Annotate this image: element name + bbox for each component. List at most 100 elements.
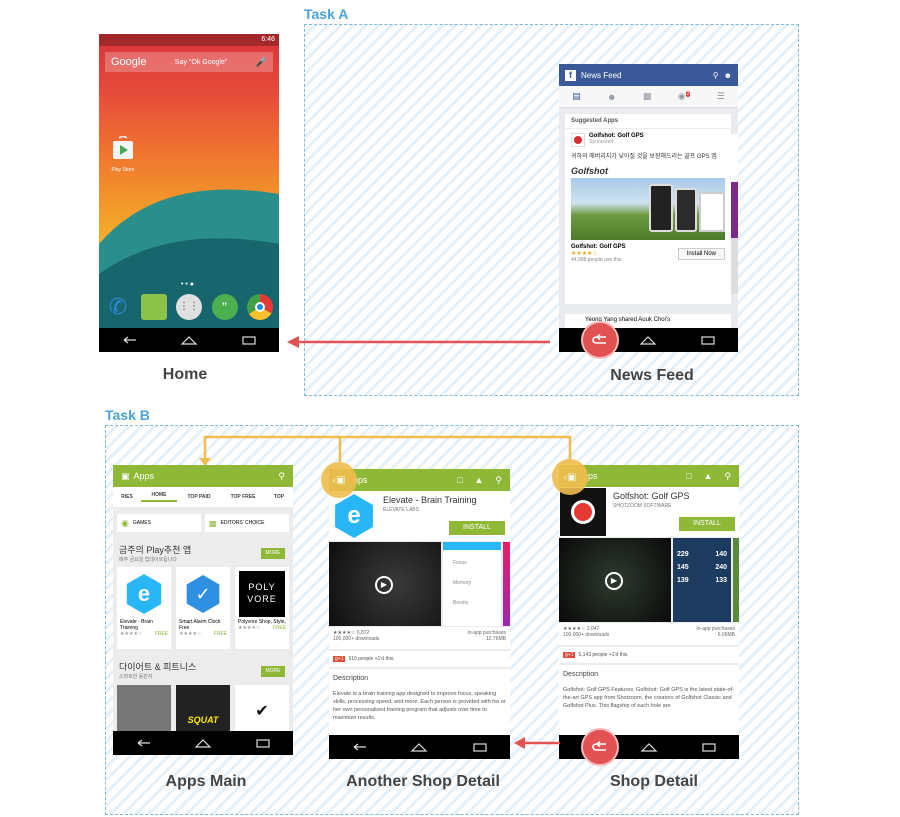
search-icon[interactable]: ⚲ [724, 470, 731, 481]
search-icon[interactable]: ⚲ [495, 474, 502, 485]
share-icon[interactable]: ▲ [474, 475, 484, 485]
squat-label: SQUAT [187, 715, 219, 725]
back-icon[interactable] [134, 738, 152, 748]
recents-icon[interactable] [254, 738, 272, 748]
detail-developer: ELEVATE LABS [383, 507, 419, 513]
recents-icon[interactable] [471, 742, 489, 752]
apps-tabs: RIES HOME TOP PAID TOP FREE TOP [113, 487, 293, 507]
play-store-shortcut[interactable]: Play Store [109, 135, 137, 173]
app-price: FREE [213, 631, 227, 637]
play-bag-icon: ▣ [121, 470, 130, 481]
notifications-tab-icon[interactable]: ◉2 [677, 91, 691, 101]
apps-title: pps [583, 471, 598, 481]
back-icon[interactable] [120, 335, 138, 345]
home-icon[interactable] [180, 335, 198, 345]
next-post-text: Yeong Yang shared Auuk Choi's [585, 317, 671, 323]
description-text: Elevate is a brain training app designed… [333, 691, 506, 721]
recents-icon[interactable] [700, 742, 718, 752]
facebook-logo: f [565, 69, 576, 81]
tab-top-free[interactable]: TOP FREE [230, 494, 256, 500]
news-feed-tab-icon[interactable]: ▤ [572, 91, 581, 101]
app-card-polyvore[interactable]: POLY VORE Polyvore Shop, Style, ★★★★☆FRE… [235, 567, 289, 649]
home-icon[interactable] [410, 742, 428, 752]
app-card-smart-alarm[interactable]: ✓ Smart Alarm Clock Free ★★★★☆FREE [176, 567, 230, 649]
task-b-title: Task B [105, 407, 150, 423]
home-icon[interactable] [194, 738, 212, 748]
footer-app-name: Golfshot: Golf GPS [571, 244, 626, 250]
hangouts-icon[interactable]: ” [211, 294, 238, 320]
description-title: Description [333, 675, 369, 682]
screenshot-preview[interactable]: Focus Memory Brevity [443, 542, 501, 626]
editors-choice-button[interactable]: ▩ EDITORS' CHOICE [205, 514, 289, 532]
section1-subtitle: 매주 금요일 업데이트됩니다 [119, 557, 177, 563]
games-label: GAMES [132, 520, 151, 526]
friend-requests-icon[interactable]: ☻ [723, 70, 732, 80]
menu-icon[interactable]: ☰ [716, 91, 725, 101]
install-button[interactable]: INSTALL [449, 521, 505, 535]
mic-icon[interactable]: 🎤 [255, 56, 267, 67]
tab-categories[interactable]: RIES [121, 494, 133, 500]
home-icon[interactable] [639, 335, 657, 345]
ad-app-name[interactable]: Golfshot: Golf GPS [589, 133, 644, 139]
plus-one-text: 610 people +1'd this. [348, 656, 395, 662]
tab-top[interactable]: TOP [273, 494, 285, 500]
app-card-elevate[interactable]: e Elevate - Brain Training ★★★★☆FREE [117, 567, 171, 649]
home-screen: 6:46 Google Say "Ok Google" 🎤 Play Store… [99, 34, 279, 352]
google-search-bar[interactable]: Google Say "Ok Google" 🎤 [105, 52, 273, 72]
google-plus-icon[interactable]: g+1 [333, 656, 346, 662]
chrome-icon[interactable] [247, 294, 273, 320]
recents-icon[interactable] [240, 335, 258, 345]
back-icon[interactable] [350, 742, 368, 752]
arrow-newsfeed-to-home [287, 336, 550, 348]
share-icon[interactable]: ▲ [703, 471, 713, 481]
ad-image[interactable] [571, 178, 725, 240]
app-rating: ★★★★☆ [238, 625, 261, 631]
tab-top-paid[interactable]: TOP PAID [187, 494, 211, 500]
messages-tab-icon[interactable]: ▩ [642, 91, 652, 101]
app-drawer-icon[interactable]: ⋮⋮ [176, 294, 202, 320]
recents-icon[interactable] [699, 335, 717, 345]
play-icon[interactable]: ▶ [605, 572, 623, 590]
nav-bar [329, 735, 510, 759]
plus-one-text: 5,143 people +1'd this. [578, 652, 629, 658]
tab-home[interactable]: HOME [141, 492, 177, 502]
games-button[interactable]: ◉ GAMES [117, 514, 201, 532]
google-plus-icon[interactable]: g+1 [563, 652, 576, 658]
description-section: Description Golfshot: Golf GPS Features:… [559, 665, 739, 735]
install-now-button[interactable]: Install Now [677, 247, 725, 260]
wishlist-icon[interactable]: □ [686, 471, 692, 481]
fitness-app-squat[interactable]: SQUAT [176, 685, 230, 735]
page-indicator: • • ● [181, 281, 195, 288]
app-rating: ★★★★☆ [120, 631, 143, 637]
section1-more-button[interactable]: MORE [261, 548, 285, 559]
video-thumbnail[interactable]: ▶ [329, 542, 441, 626]
nav-bar [99, 328, 279, 352]
friends-tab-icon[interactable]: ☻ [607, 91, 617, 102]
phone-icon[interactable]: ✆ [108, 294, 128, 319]
search-icon[interactable]: ⚲ [712, 70, 719, 80]
notification-badge: 2 [685, 91, 691, 97]
detail-appbar: pps □ ▲ ⚲ [559, 465, 739, 487]
search-icon[interactable]: ⚲ [278, 470, 285, 481]
fitness-app-1[interactable] [117, 685, 171, 735]
video-thumbnail[interactable]: ▶ [559, 538, 671, 622]
editors-icon: ▩ [209, 518, 217, 528]
wishlist-icon[interactable]: □ [457, 475, 463, 485]
install-button[interactable]: INSTALL [679, 517, 735, 531]
wallpaper-waves [99, 189, 279, 352]
google-logo: Google [111, 56, 147, 68]
suggested-apps-title: Suggested Apps [565, 114, 731, 129]
play-icon[interactable]: ▶ [375, 576, 393, 594]
fitness-app-3[interactable]: ✔ [235, 685, 289, 735]
home-icon[interactable] [640, 742, 658, 752]
play-store-label: Play Store [111, 167, 135, 173]
chevron-left-icon: ‹▣ [563, 471, 577, 483]
section2-more-button[interactable]: MORE [261, 666, 285, 677]
shop-detail-caption: Shop Detail [609, 773, 698, 790]
yardage-1: 145 [677, 564, 689, 571]
maps-icon[interactable] [140, 294, 167, 320]
next-screenshot-edge [503, 542, 510, 626]
app-size: 12.76MB [485, 636, 506, 642]
